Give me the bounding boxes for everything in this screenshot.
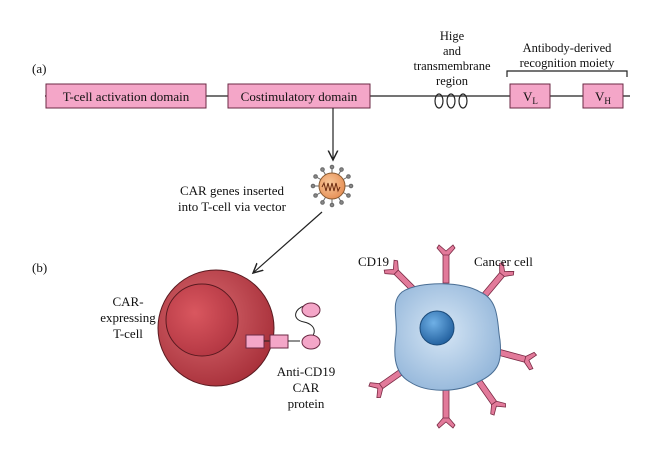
recognition-bracket [506, 70, 628, 77]
svg-text:Antibody-derived: Antibody-derived [523, 41, 613, 55]
cancer-cell-nucleus [419, 310, 455, 346]
tcell-label-line1: CAR- [112, 294, 143, 309]
cd19-receptor-4 [496, 348, 538, 371]
vector-caption-line2: into T-cell via vector [178, 199, 287, 214]
car-protein-icon [245, 302, 321, 350]
viral-vector-icon [310, 164, 354, 208]
car-label-line1: Anti-CD19 [277, 364, 336, 379]
activation-domain-label: T-cell activation domain [63, 89, 190, 104]
activation-domain-box [45, 83, 207, 109]
svg-text:and: and [443, 44, 462, 58]
costimulatory-domain-label: Costimulatory domain [241, 89, 358, 104]
transmembrane-coil-icon [434, 93, 468, 109]
cd19-label: CD19 [358, 254, 389, 269]
vector-caption-line1: CAR genes inserted [180, 183, 284, 198]
svg-text:recognition moiety: recognition moiety [520, 56, 616, 70]
tcell-label-line3: T-cell [113, 326, 143, 341]
tcell-label-line2: expressing [100, 310, 156, 325]
panel-b-label: (b) [32, 260, 47, 275]
arrow-to-tcell [253, 211, 323, 273]
vl-domain-label: VL [523, 89, 538, 106]
cancer-cell-label: Cancer cell [474, 254, 533, 269]
recognition-moiety-label: Antibody-derived recognition moiety [520, 41, 616, 70]
cd19-receptors [368, 244, 538, 429]
svg-text:transmembrane: transmembrane [413, 59, 491, 73]
car-label-line2: CAR [293, 380, 320, 395]
panel-a-label: (a) [32, 61, 46, 76]
cd19-receptor-2 [436, 244, 456, 284]
svg-text:region: region [436, 74, 469, 88]
vh-domain-label: VH [595, 89, 611, 106]
vl-domain-box [509, 83, 551, 109]
hinge-region-label: Hige and transmembrane region [413, 29, 491, 88]
cd19-receptor-6 [436, 389, 456, 429]
tcell-nucleus [165, 283, 239, 357]
cd19-receptor-3 [481, 261, 515, 299]
svg-text:Hige: Hige [440, 29, 465, 43]
costimulatory-domain-box [227, 83, 371, 109]
car-label-line3: protein [288, 396, 325, 411]
vh-domain-box [582, 83, 624, 109]
